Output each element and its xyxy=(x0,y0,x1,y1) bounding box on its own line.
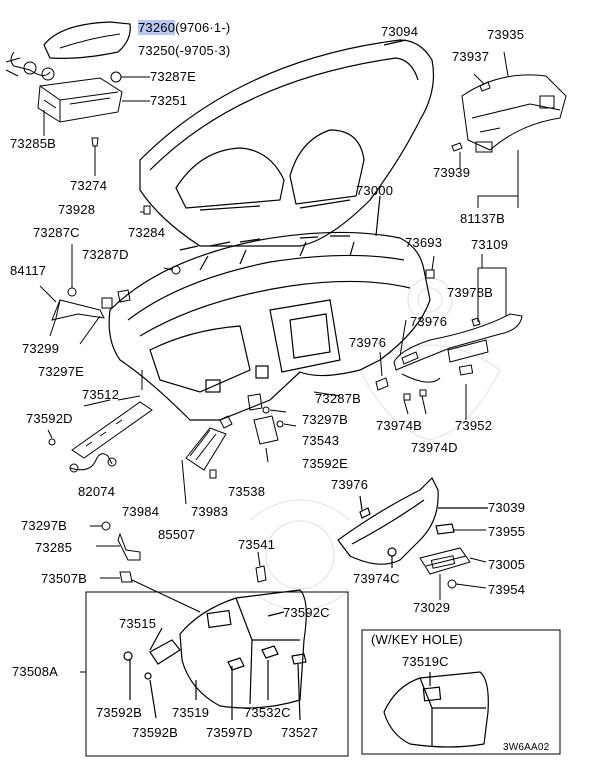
upper-box-part xyxy=(5,21,131,81)
part-label[interactable]: 73512 xyxy=(82,387,120,402)
part-label[interactable]: 73693 xyxy=(405,235,443,250)
main-dashboard-part xyxy=(108,195,431,421)
part-number: 73250 xyxy=(138,43,176,58)
part-note: (-9705·3) xyxy=(175,43,231,58)
part-label[interactable]: 81137B xyxy=(460,211,506,226)
part-label[interactable]: 73515 xyxy=(119,616,157,631)
part-label[interactable]: 73538 xyxy=(228,484,266,499)
part-label[interactable]: 73935 xyxy=(487,27,525,42)
part-label[interactable]: 73978B xyxy=(447,285,494,300)
part-label[interactable]: 73299 xyxy=(22,341,60,356)
leader-lines xyxy=(117,255,435,415)
part-label[interactable]: 73285 xyxy=(35,540,73,555)
part-number: 73260 xyxy=(138,20,176,35)
lower-panel-part xyxy=(337,476,488,568)
part-label[interactable]: 73508A xyxy=(12,664,59,679)
left-brackets-part xyxy=(39,205,181,345)
part-label[interactable]: 73592E xyxy=(302,456,349,471)
part-label[interactable]: 73983 xyxy=(191,504,229,519)
part-label[interactable]: 73519C xyxy=(402,654,449,669)
part-label[interactable]: 73029 xyxy=(413,600,451,615)
part-label[interactable]: 73592B xyxy=(132,725,179,740)
part-label[interactable]: 73955 xyxy=(488,524,526,539)
lower-right-bracket-part xyxy=(419,529,487,600)
part-label[interactable]: 73541 xyxy=(238,537,276,552)
part-label[interactable]: 73297B xyxy=(21,518,68,533)
part-label[interactable]: 73597D xyxy=(206,725,253,740)
part-label[interactable]: 73527 xyxy=(281,725,319,740)
glove-box-group-frame xyxy=(85,591,349,757)
key-hole-glove-box xyxy=(383,671,489,748)
part-label[interactable]: 73507B xyxy=(41,571,88,586)
center-trims-part xyxy=(181,393,297,505)
part-label[interactable]: 73532C xyxy=(244,705,291,720)
part-label[interactable]: 73937 xyxy=(452,49,490,64)
inset-title: (W/KEY HOLE) xyxy=(371,632,463,647)
part-label[interactable]: 73039 xyxy=(488,500,526,515)
part-label[interactable]: 73284 xyxy=(128,225,166,240)
part-label[interactable]: 73939 xyxy=(433,165,471,180)
part-label[interactable]: 73984 xyxy=(122,504,160,519)
part-label[interactable]: 73592C xyxy=(283,605,330,620)
part-label[interactable]: 73976 xyxy=(410,314,448,329)
part-label[interactable]: 73005 xyxy=(488,557,526,572)
part-label[interactable]: 73976 xyxy=(331,477,369,492)
part-label[interactable]: 73974B xyxy=(376,418,423,433)
lower-left-bracket-part xyxy=(47,370,153,473)
part-label[interactable]: 73285B xyxy=(10,136,57,151)
part-label[interactable]: 73094 xyxy=(381,24,419,39)
watermark-emblem xyxy=(249,277,501,611)
part-label[interactable]: 73251 xyxy=(150,93,188,108)
part-label[interactable]: 73974D xyxy=(411,440,458,455)
leader-81137B xyxy=(477,150,519,208)
part-label[interactable]: 73000 xyxy=(356,183,394,198)
part-label[interactable]: 73287E xyxy=(150,69,197,84)
upper-dash-pad-part xyxy=(139,39,435,247)
side-panel-part xyxy=(375,254,523,420)
part-label[interactable]: 85507 xyxy=(158,527,196,542)
part-label[interactable]: 82074 xyxy=(78,484,116,499)
part-label[interactable]: 73287D xyxy=(82,247,129,262)
part-label[interactable]: 73297B xyxy=(302,412,349,427)
part-label[interactable]: 73592B xyxy=(96,705,143,720)
part-label[interactable]: 73287C xyxy=(33,225,80,240)
bracket-box-part xyxy=(37,71,150,176)
meter-cover-part xyxy=(451,51,567,168)
part-label[interactable]: 73592D xyxy=(26,411,73,426)
part-label[interactable]: 73297E xyxy=(38,364,85,379)
part-label[interactable]: 84117 xyxy=(10,263,47,278)
part-label[interactable]: 73260(9706·1-) xyxy=(138,20,231,35)
part-note: (9706·1-) xyxy=(175,20,231,35)
part-label[interactable]: 73519 xyxy=(172,705,210,720)
part-label[interactable]: 73974C xyxy=(353,571,400,586)
figure-code: 3W6AA02 xyxy=(503,742,550,753)
part-label[interactable]: 73928 xyxy=(58,202,96,217)
part-label[interactable]: 73976 xyxy=(349,335,387,350)
left-small-parts xyxy=(90,521,267,613)
part-label[interactable]: 73274 xyxy=(70,178,108,193)
part-label[interactable]: 73287B xyxy=(315,391,362,406)
part-label[interactable]: 73952 xyxy=(455,418,493,433)
part-label[interactable]: 73109 xyxy=(471,237,509,252)
part-label[interactable]: 73543 xyxy=(302,433,340,448)
glove-box-part xyxy=(123,589,307,721)
part-label[interactable]: 73250(-9705·3) xyxy=(138,44,230,58)
key-hole-inset-frame xyxy=(361,629,561,755)
part-label[interactable]: 73954 xyxy=(488,582,526,597)
